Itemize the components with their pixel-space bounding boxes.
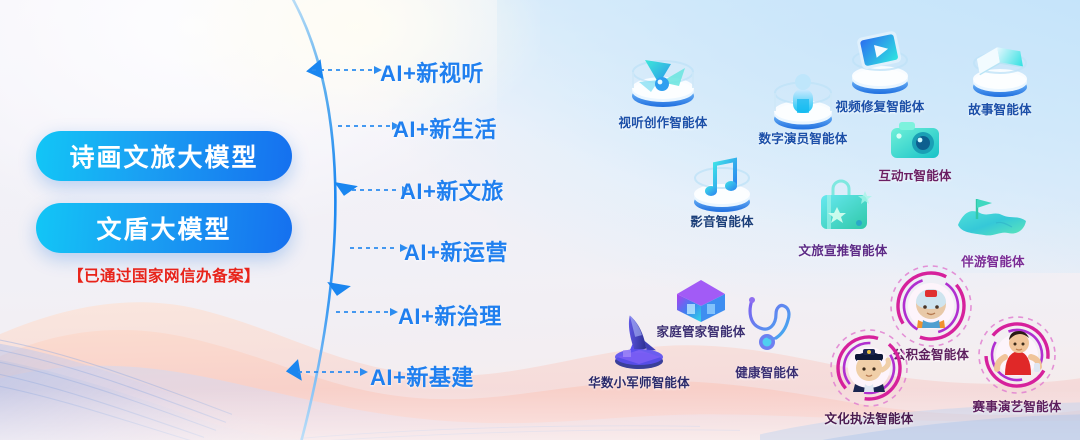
ai-track-label-1[interactable]: AI+新生活 [393, 117, 497, 142]
map-flag-icon [958, 199, 1026, 236]
agent-label-12: 文化执法智能体 [824, 412, 914, 426]
connector-arrows [298, 69, 400, 373]
camera-icon [891, 122, 939, 158]
agent-label-2: 视频修复智能体 [835, 100, 925, 114]
music-note-icon [694, 157, 750, 212]
video-play-icon [852, 31, 908, 94]
ai-track-label-4[interactable]: AI+新治理 [398, 304, 502, 329]
arc-arrowhead-group [285, 59, 358, 381]
stethoscope-icon [748, 297, 791, 350]
mountain-decoration [0, 301, 1080, 440]
person-icon [774, 74, 832, 130]
record-note: 【已通过国家网信办备案】 [67, 268, 260, 285]
ai-track-label-2[interactable]: AI+新文旅 [400, 179, 504, 204]
suitcase-icon [821, 179, 872, 229]
pinwheel-icon [632, 60, 694, 107]
athlete-avatar-icon [978, 316, 1056, 394]
agent-label-3: 故事智能体 [968, 103, 1032, 117]
elder-avatar-icon [890, 265, 972, 347]
house-icon [677, 280, 725, 322]
agent-label-13: 赛事演艺智能体 [972, 400, 1062, 414]
open-book-icon [973, 47, 1027, 97]
agent-label-5: 影音智能体 [690, 215, 754, 229]
model-pill-secondary[interactable]: 文盾大模型 [36, 203, 292, 253]
agent-label-6: 文旅宣推智能体 [798, 244, 888, 258]
background-glow [172, 0, 540, 132]
rocket-icon [615, 315, 663, 369]
agent-label-1: 数字演员智能体 [758, 132, 848, 146]
agent-label-7: 伴游智能体 [961, 255, 1025, 269]
agent-label-4: 互动π智能体 [878, 169, 952, 183]
ai-track-label-0[interactable]: AI+新视听 [380, 61, 484, 86]
model-pill-primary[interactable]: 诗画文旅大模型 [36, 131, 292, 181]
officer-avatar-icon [830, 329, 908, 407]
agent-label-10: 健康智能体 [735, 366, 799, 380]
agent-label-11: 公积金智能体 [892, 348, 970, 362]
ai-track-label-3[interactable]: AI+新运营 [404, 240, 508, 265]
agent-label-9: 华数小军师智能体 [588, 376, 690, 390]
ai-track-label-5[interactable]: AI+新基建 [370, 365, 474, 390]
agent-label-8: 家庭管家智能体 [656, 325, 746, 339]
agent-label-0: 视听创作智能体 [618, 116, 708, 130]
